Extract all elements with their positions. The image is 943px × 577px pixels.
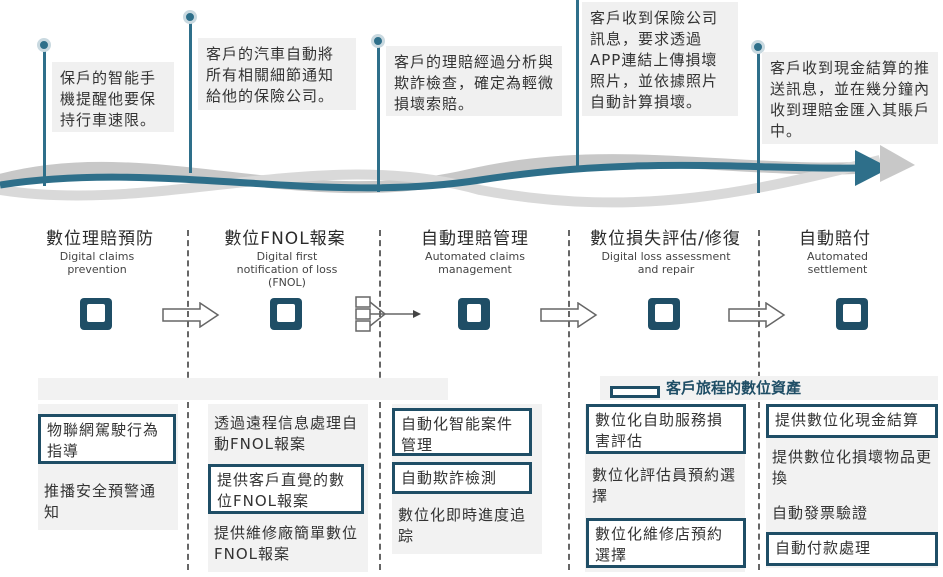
asset-auto-payment: 自動付款處理 [766, 532, 938, 566]
pin-line-3 [377, 42, 380, 192]
legend-label: 客戶旅程的數位資產 [666, 379, 802, 397]
pin-head-5 [751, 40, 765, 54]
pin-head-1 [37, 38, 51, 52]
stage-subtitle-1: Digital claims prevention [59, 250, 135, 276]
flow-arrow-4 [728, 302, 786, 328]
document-icon [458, 298, 490, 330]
divider-3 [568, 230, 570, 570]
person-screen-icon [648, 298, 680, 330]
pin-head-2 [183, 10, 197, 24]
asset-progress-tracking: 數位化即時進度追踪 [398, 506, 527, 545]
note-3: 客戶的理賠經過分析與欺詐檢查，確定為輕微損壞索賠。 [386, 46, 562, 116]
note-5: 客戶收到現金結算的推送訊息，並在幾分鐘內收到理賠金匯入其賬戶中。 [762, 52, 938, 144]
asset-item-replacement: 提供數位化損壞物品更換 [772, 448, 933, 487]
pin-line-5 [757, 48, 760, 193]
stage-title-4: 數位損失評估/修復 [590, 229, 741, 249]
pin-line-2 [189, 18, 192, 173]
asset-assessor-booking: 數位化評估員預約選擇 [592, 466, 737, 505]
note-1: 保戶的智能手機提醒他要保持行車速限。 [52, 62, 174, 132]
divider-1 [187, 230, 189, 570]
check-screen-icon [836, 298, 868, 330]
asset-invoice-verification: 自動發票驗證 [772, 504, 869, 522]
stage-subtitle-5: Automated settlement [806, 250, 869, 276]
asset-self-service-assessment: 數位化自助服務損害評估 [586, 404, 746, 454]
asset-telematics-fnol: 透過遠程信息處理自動FNOL報案 [214, 414, 359, 453]
legend-swatch [610, 386, 660, 398]
asset-repair-shop-fnol: 提供維修廠簡單數位FNOL報案 [214, 524, 359, 563]
pin-line-1 [43, 46, 46, 186]
assets-header-band [38, 378, 448, 400]
stage-subtitle-3: Automated claims management [425, 250, 525, 276]
stage-title-2: 數位FNOL報案 [224, 229, 346, 249]
asset-cash-settlement: 提供數位化現金結算 [766, 404, 938, 438]
asset-intuitive-fnol: 提供客戶直覺的數位FNOL報案 [208, 464, 364, 514]
stage-subtitle-2: Digital first notification of loss (FNOL… [236, 250, 338, 289]
stage-title-3: 自動理賠管理 [421, 229, 529, 249]
divider-2 [379, 230, 381, 570]
stage-title-5: 自動賠付 [799, 229, 871, 249]
stage-title-1: 數位理賠預防 [46, 229, 154, 249]
asset-fraud-detection: 自動欺詐檢測 [392, 462, 532, 494]
divider-4 [758, 230, 760, 570]
asset-repair-shop-booking: 數位化維修店預約選擇 [586, 518, 746, 568]
asset-iot-driving-coaching: 物聯網駕駛行為指導 [38, 414, 176, 464]
tablet-icon [80, 298, 112, 330]
stage-subtitle-4: Digital loss assessment and repair [601, 250, 731, 276]
note-4: 客戶收到保險公司訊息，要求透過APP連結上傳損壞照片，並依據照片自動計算損壞。 [582, 2, 738, 116]
pin-line-4 [576, 0, 579, 170]
flow-arrow-1 [162, 302, 220, 328]
asset-push-safety-alert: 推播安全預警通知 [44, 482, 157, 521]
monitor-icon [270, 298, 302, 330]
asset-smart-case-management: 自動化智能案件管理 [392, 408, 532, 456]
note-2: 客戶的汽車自動將所有相關細節通知給他的保險公司。 [198, 38, 356, 110]
merge-arrow [355, 296, 421, 332]
pin-head-3 [371, 34, 385, 48]
